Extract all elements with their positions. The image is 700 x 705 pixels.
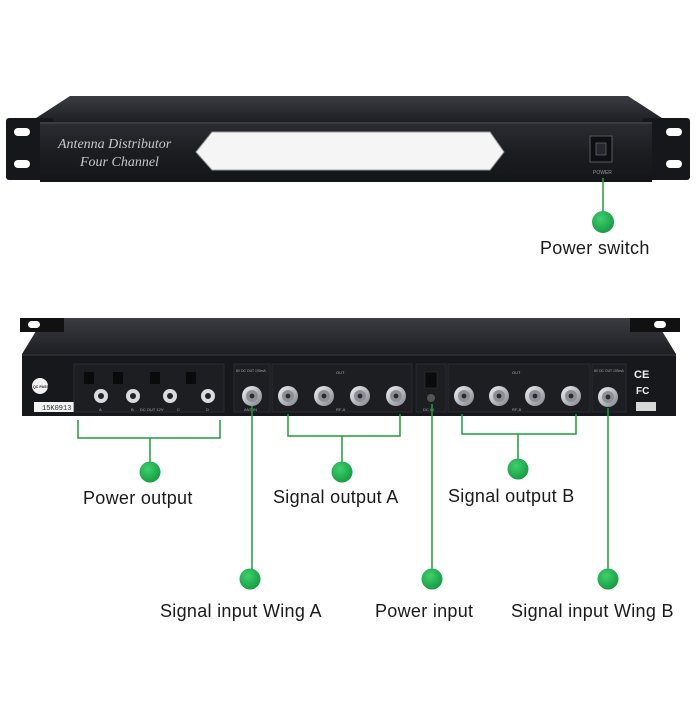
signal-output-b-callout-dot (507, 458, 529, 480)
dc-out-label-a: 8V DC OUT 100mA (236, 369, 266, 373)
rack-slot (28, 321, 40, 328)
signal-output-b-bracket (461, 414, 577, 435)
bnc-ant-in-b[interactable] (598, 387, 618, 407)
power-output-label: Power output (83, 488, 193, 508)
signal-output-a-bracket (287, 414, 401, 437)
dc-jack-b[interactable] (113, 372, 140, 403)
rack-slot (666, 160, 682, 168)
dc-jack-d[interactable] (186, 372, 215, 403)
compliance-sticker (636, 402, 656, 411)
rear-unit: QC PASS 15K0913 (20, 318, 680, 416)
rack-slot (14, 160, 30, 168)
front-display-window (195, 131, 505, 171)
qc-badge-text: QC PASS (33, 385, 50, 389)
bnc-out-b4[interactable] (561, 386, 581, 406)
signal-input-b-callout-dot (597, 568, 619, 590)
rear-unit-top-lid (22, 318, 676, 354)
signal-input-a-callout-dot (239, 568, 261, 590)
port-label-dc-out: DC OUT 12V (140, 407, 164, 412)
brand-line-2: Four Channel (79, 155, 159, 170)
power-switch-callout-dot (592, 211, 614, 233)
front-unit: Antenna Distributor Four Channel POWER (6, 96, 690, 182)
rack-slot (14, 128, 30, 136)
bnc-out-b3[interactable] (525, 386, 545, 406)
bnc-out-a4[interactable] (386, 386, 406, 406)
bnc-out-b2[interactable] (489, 386, 509, 406)
power-output-callout-dot (139, 461, 161, 483)
brand-line-1: Antenna Distributor (57, 137, 172, 152)
power-input-label: Power input (375, 601, 474, 621)
power-switch[interactable] (595, 142, 607, 156)
callout-lines (77, 404, 609, 570)
front-unit-top-lid (30, 96, 668, 122)
rf-a-out-label: OUT (336, 370, 345, 375)
port-label-d: D (206, 407, 209, 412)
power-switch-callout (592, 178, 614, 233)
rf-a-output-panel (271, 363, 413, 413)
power-switch-label-text: Power switch (540, 238, 650, 258)
port-label-b: B (131, 407, 134, 412)
fcc-mark: FC (636, 386, 649, 397)
rack-slot (654, 321, 666, 328)
bnc-out-b1[interactable] (454, 386, 474, 406)
rf-b-label: RF-B (512, 407, 522, 412)
signal-output-b-label: Signal output B (448, 486, 575, 506)
signal-input-wing-a-label: Signal input Wing A (160, 601, 322, 621)
rf-b-out-label: OUT (512, 370, 521, 375)
qc-pass-badge (32, 378, 48, 394)
port-label-c: C (177, 407, 180, 412)
dc-jacks (84, 372, 215, 403)
dc-in-label: DC IN (423, 407, 434, 412)
rf-a-label: RF-A (336, 407, 346, 412)
serial-number: 15K0913 (42, 405, 71, 413)
bnc-ant-in-a[interactable] (242, 386, 262, 406)
power-output-bracket (77, 420, 221, 439)
bnc-out-a2[interactable] (314, 386, 334, 406)
rear-left-rack-ear (20, 318, 64, 332)
dc-out-label-b: 8V DC OUT 100mA (594, 369, 624, 373)
dc-jack-c[interactable] (150, 372, 177, 403)
power-input-callout-dot (421, 568, 443, 590)
power-switch-label: POWER (593, 170, 612, 176)
power-output-panel (73, 363, 225, 413)
rack-slot (666, 128, 682, 136)
port-label-a: A (99, 407, 102, 412)
signal-input-wing-b-label: Signal input Wing B (511, 601, 674, 621)
signal-output-a-callout-dot (331, 461, 353, 483)
bnc-out-a1[interactable] (278, 386, 298, 406)
ant-in-a-label: ANT IN (244, 407, 257, 412)
signal-output-a-label: Signal output A (273, 487, 399, 507)
ce-mark: CE (634, 369, 649, 381)
dc-jack-a[interactable] (84, 372, 108, 403)
serial-sticker (34, 402, 90, 412)
dc-in-jack[interactable] (424, 371, 438, 402)
bnc-out-a3[interactable] (350, 386, 370, 406)
